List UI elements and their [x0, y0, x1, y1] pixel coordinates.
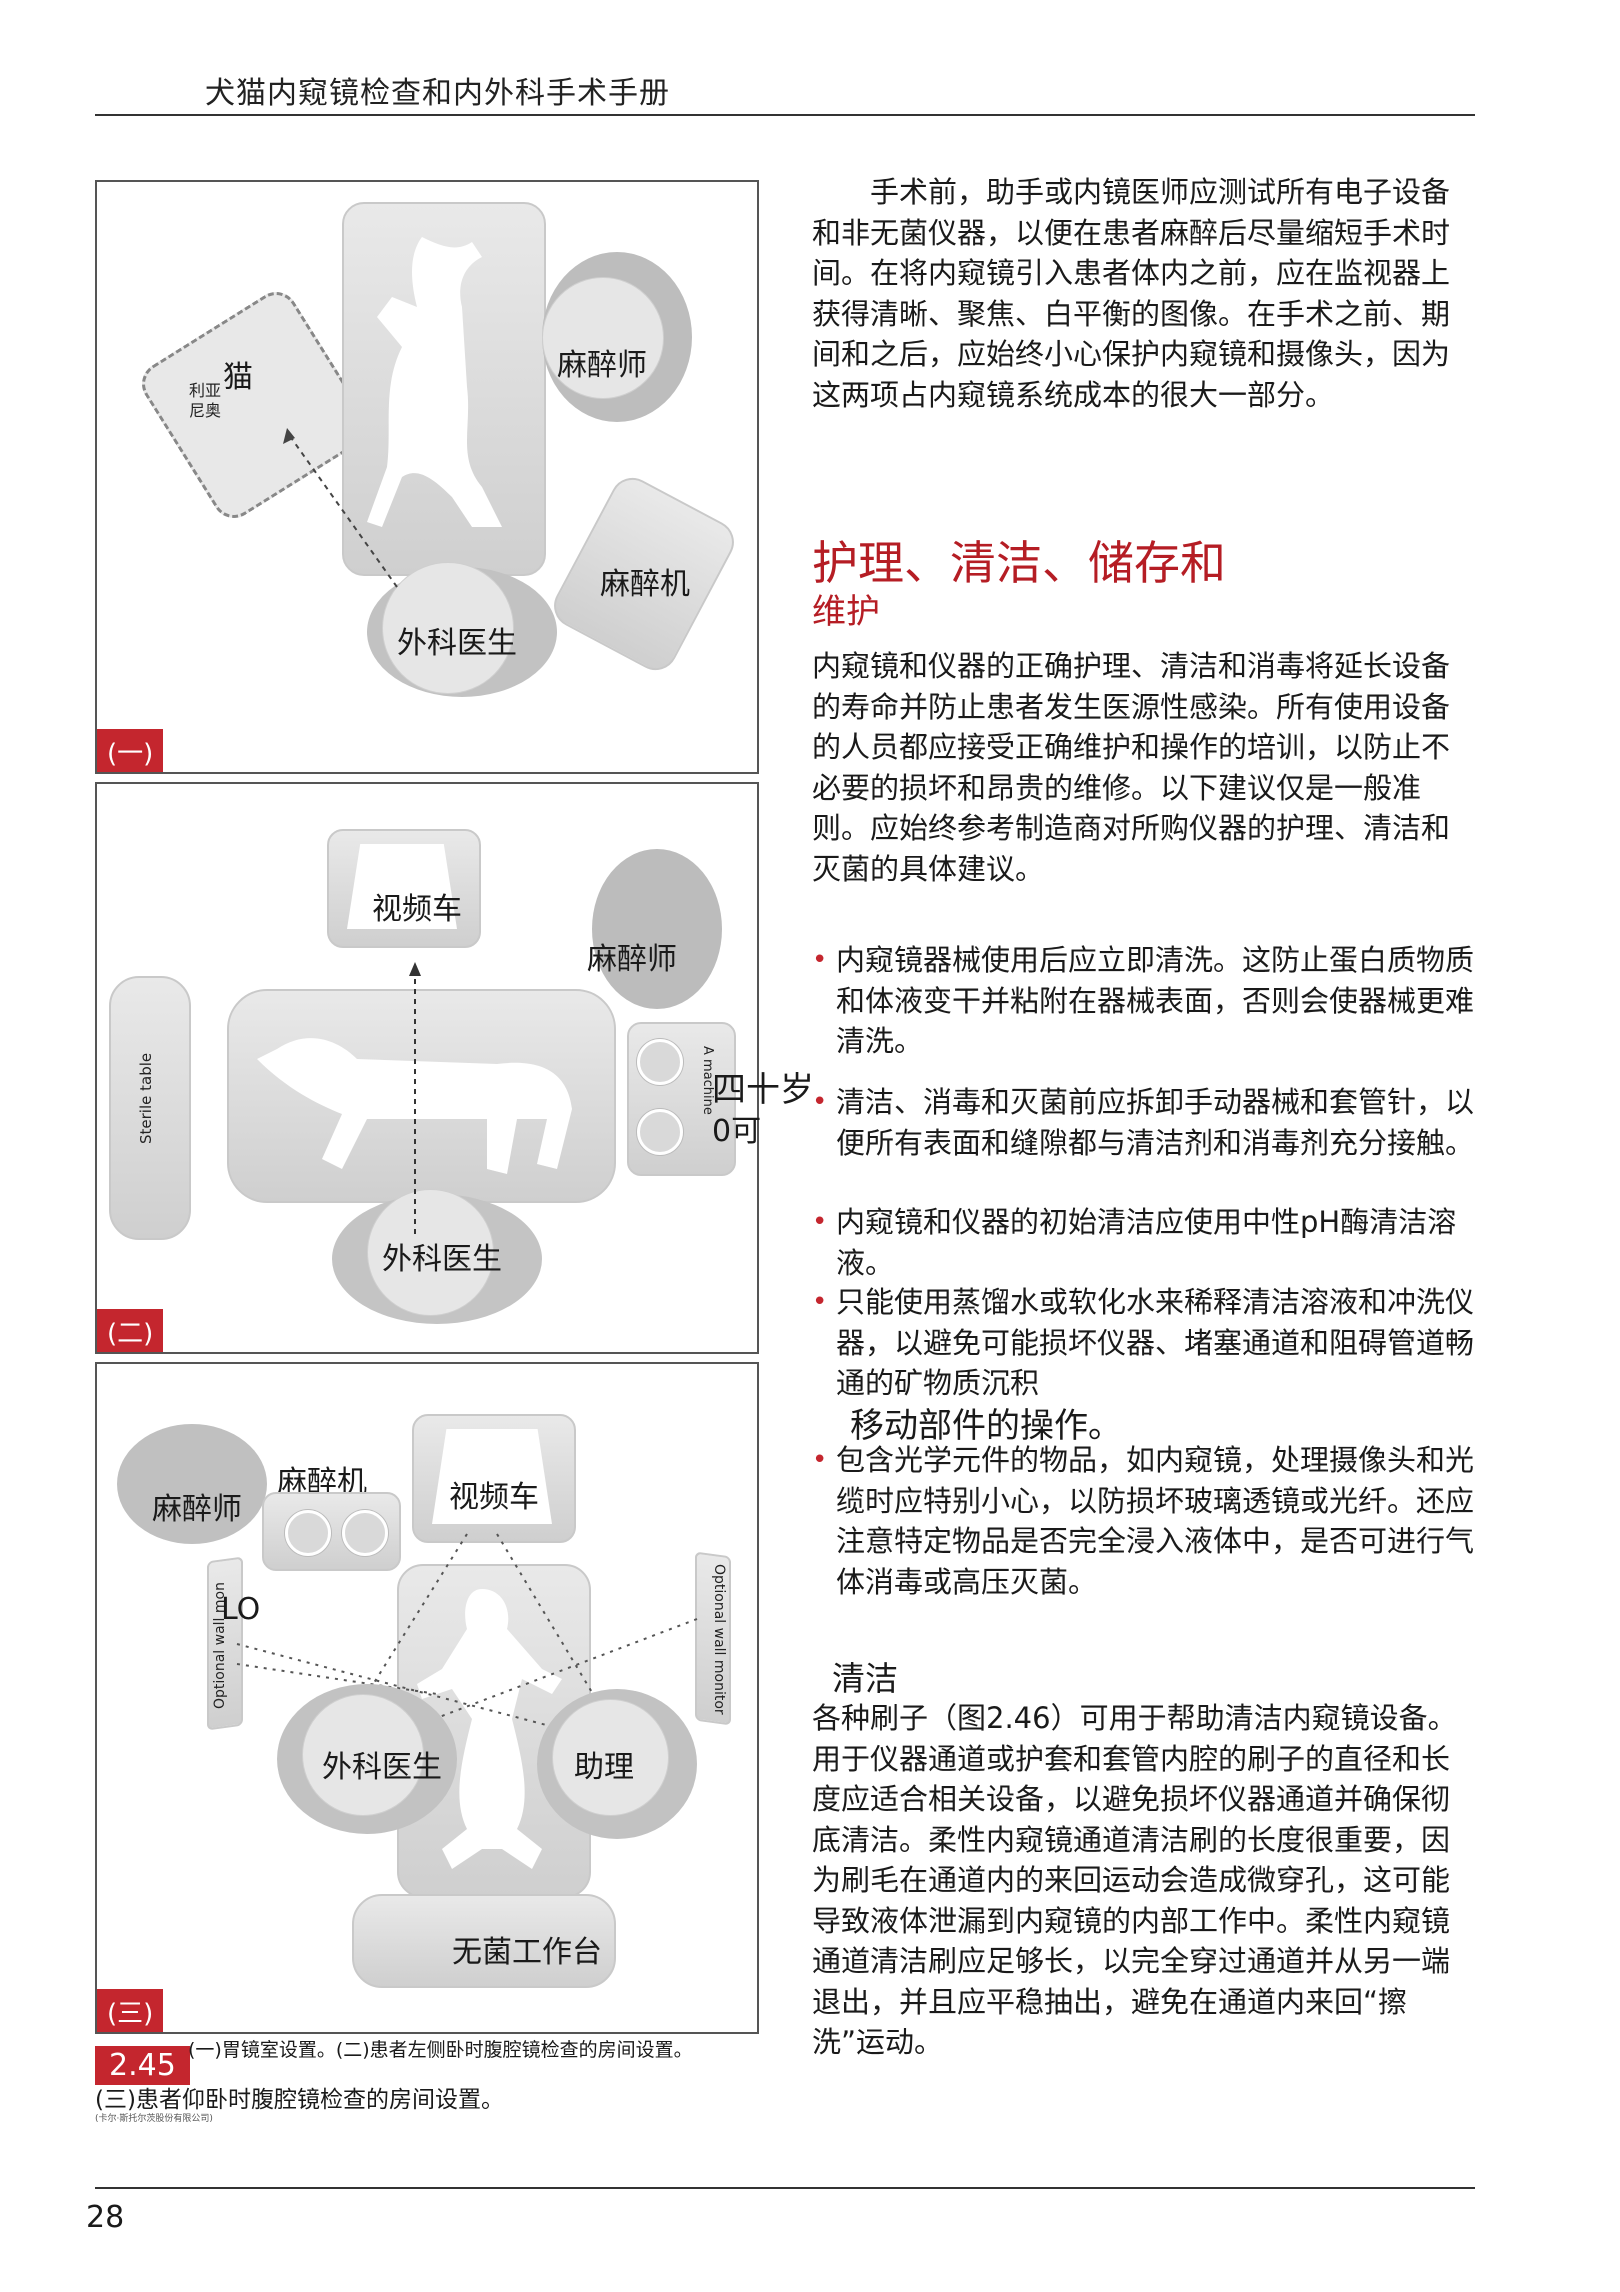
figure-caption-line-2: (三)患者仰卧时腹腔镜检查的房间设置。 — [95, 2087, 504, 2113]
sightline-arrow — [409, 962, 421, 1234]
anesthesia-machine-label: 麻醉机 — [600, 567, 690, 602]
cleaning-paragraph: 各种刷子（图2.46）可用于帮助清洁内窥镜设备。用于仪器通道或护套和套管内腔的刷… — [812, 1698, 1477, 2063]
page-number: 28 — [86, 2200, 125, 2235]
figure-credit: (卡尔·斯托尔茨股份有限公司) — [95, 2114, 213, 2124]
section-heading-line-2: 维护 — [812, 592, 880, 632]
sterile-table — [109, 976, 191, 1240]
bullet-text-2: 清洁、消毒和灭菌前应拆卸手动器械和套管针，以便所有表面和缝隙都与清洁剂和消毒剂充… — [836, 1085, 1475, 1160]
sterile-bench-label: 无菌工作台 — [452, 1935, 602, 1970]
section-heading-line-1: 护理、清洁、储存和 — [812, 536, 1226, 590]
stray-overlay-text-1: 四十岁 — [712, 1070, 814, 1110]
assistant-head — [552, 1699, 669, 1816]
bullet-marker: • — [812, 945, 828, 975]
surgeon-head — [302, 1694, 424, 1816]
cleaning-paragraph-text: 各种刷子（图2.46）可用于帮助清洁内窥镜设备。用于仪器通道或护套和套管内腔的刷… — [812, 1701, 1457, 2059]
intro-paragraph: 手术前，助手或内镜医师应测试所有电子设备和非无菌仪器，以便在患者麻醉后尽量缩短手… — [812, 172, 1477, 415]
panel-3-tag: (三) — [97, 1989, 164, 2032]
panel-1-tag: (一) — [97, 729, 164, 772]
anesthetist-label: 麻醉师 — [557, 348, 647, 383]
anesthetist-head — [542, 277, 664, 399]
bullet-text-1: 内窥镜器械使用后应立即清洗。这防止蛋白质物质和体液变干并粘附在器械表面，否则会使… — [836, 943, 1475, 1058]
stray-overlay-text-2: 0可 — [712, 1114, 762, 1149]
bullet-marker: • — [812, 1445, 828, 1475]
assistant-label: 助理 — [574, 1750, 634, 1785]
bullet-item-5: • 包含光学元件的物品，如内窥镜，处理摄像头和光缆时应特别小心，以防损坏玻璃透镜… — [812, 1440, 1477, 1602]
footer-divider — [95, 2187, 1475, 2189]
machine-knob-2 — [637, 1109, 683, 1155]
surgeon-head — [367, 1189, 494, 1316]
patient-dog-silhouette — [257, 1038, 572, 1174]
surgeon-label: 外科医生 — [397, 626, 517, 661]
video-cart-screen — [347, 844, 457, 929]
care-paragraph-text: 内窥镜和仪器的正确护理、清洁和消毒将延长设备的寿命并防止患者发生医源性感染。所有… — [812, 649, 1451, 886]
bullet-item-2: • 清洁、消毒和灭菌前应拆卸手动器械和套管针，以便所有表面和缝隙都与清洁剂和消毒… — [812, 1082, 1477, 1163]
figure-panel-1: 猫 利亚 尼奥 麻醉师 麻醉机 外科医生 (一) — [95, 180, 759, 774]
bullet-item-1: • 内窥镜器械使用后应立即清洗。这防止蛋白质物质和体液变干并粘附在器械表面，否则… — [812, 940, 1477, 1062]
bullet-item-4: • 只能使用蒸馏水或软化水来稀释清洁溶液和冲洗仪器，以避免可能损坏仪器、堵塞通道… — [812, 1282, 1477, 1404]
sterile-bench — [352, 1894, 616, 1988]
bullet-marker: • — [812, 1287, 828, 1317]
subheading-cleaning: 清洁 — [832, 1659, 898, 1698]
bullet-text-4: 只能使用蒸馏水或软化水来稀释清洁溶液和冲洗仪器，以避免可能损坏仪器、堵塞通道和阻… — [836, 1285, 1475, 1400]
figure-panel-3: 麻醉师 麻醉机 视频车 Optional wall mon LO Optiona… — [95, 1362, 759, 2034]
machine-knob-1 — [285, 1510, 331, 1556]
bullet-marker: • — [812, 1207, 828, 1237]
anesthetist-label: 麻醉师 — [152, 1492, 242, 1527]
video-cart-label: 视频车 — [372, 892, 462, 927]
bullet-marker: • — [812, 1087, 828, 1117]
surgeon-head — [382, 562, 514, 694]
sightline-arrow — [283, 428, 398, 588]
figure-panel-2: 视频车 麻醉师 Sterile table A machine 外科医生 (二) — [95, 782, 759, 1354]
anesthetist-shadow — [117, 1424, 267, 1544]
anesthetist-shadow — [592, 849, 722, 1009]
video-cart-label: 视频车 — [449, 1480, 539, 1515]
machine-knob-1 — [637, 1039, 683, 1085]
patient-dog-silhouette — [417, 1589, 562, 1869]
care-paragraph: 内窥镜和仪器的正确护理、清洁和消毒将延长设备的寿命并防止患者发生医源性感染。所有… — [812, 646, 1477, 889]
figure-caption-line-1: (一)胃镜室设置。(二)患者左侧卧时腹腔镜检查的房间设置。 — [188, 2039, 693, 2061]
bullet-text-3: 内窥镜和仪器的初始清洁应使用中性pH酶清洁溶液。 — [836, 1205, 1457, 1280]
figure-number-badge: 2.45 — [95, 2046, 190, 2085]
panel-2-tag: (二) — [97, 1309, 164, 1352]
bullet-text-5: 包含光学元件的物品，如内窥镜，处理摄像头和光缆时应特别小心，以防损坏玻璃透镜或光… — [836, 1443, 1475, 1599]
cat-sublabel-2: 尼奥 — [189, 401, 222, 420]
stray-overlay-line: 移动部件的操作。 — [850, 1406, 1122, 1446]
intro-paragraph-text: 手术前，助手或内镜医师应测试所有电子设备和非无菌仪器，以便在患者麻醉后尽量缩短手… — [812, 175, 1451, 412]
surgeon-label: 外科医生 — [382, 1242, 502, 1277]
bullet-item-3: • 内窥镜和仪器的初始清洁应使用中性pH酶清洁溶液。 — [812, 1202, 1477, 1283]
cat-sublabel-1: 利亚 — [189, 381, 222, 400]
machine-knob-2 — [342, 1510, 388, 1556]
anesthetist-label: 麻醉师 — [587, 942, 677, 977]
cat-label: 猫 — [223, 360, 253, 395]
patient-dog-silhouette — [367, 237, 502, 527]
lo-mark: LO — [221, 1592, 261, 1627]
surgeon-label: 外科医生 — [322, 1750, 442, 1785]
video-cart-screen — [432, 1429, 552, 1524]
running-header-title: 犬猫内窥镜检查和内外科手术手册 — [205, 76, 670, 111]
header-divider — [95, 114, 1475, 116]
